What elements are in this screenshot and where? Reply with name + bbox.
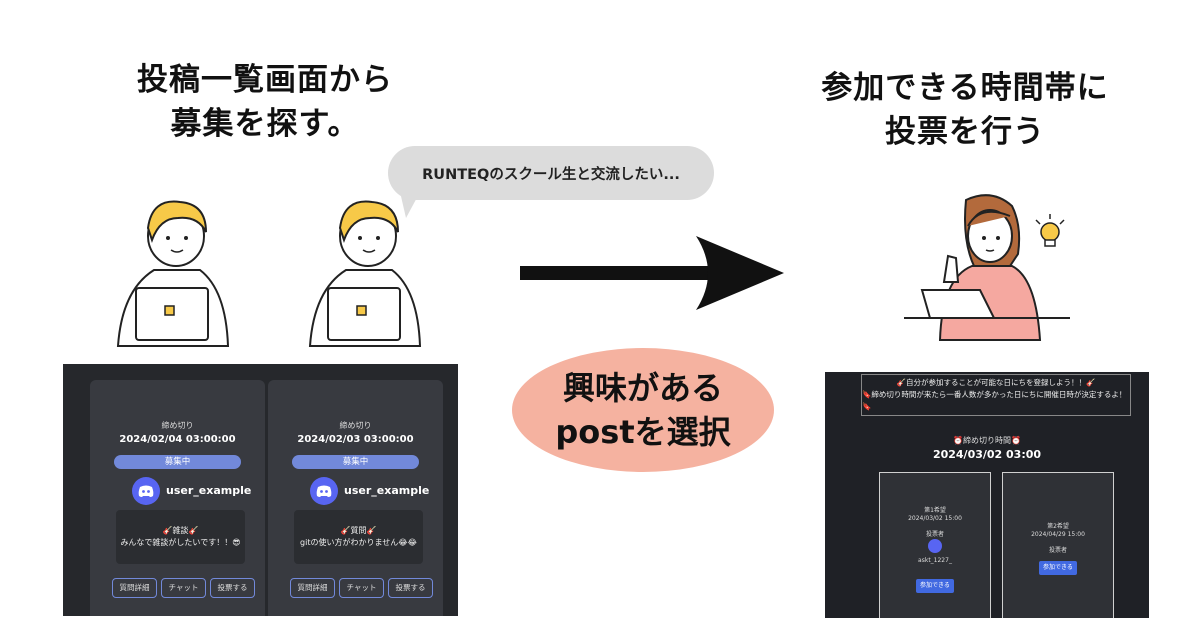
voter-name: askt_1227_	[918, 557, 952, 564]
post-message-box: 🎸質問🎸 gitの使い方がわかりません😂😂	[294, 510, 423, 564]
option-title: 第2希望	[1047, 523, 1069, 530]
heading-left-line2: 募集を探す。	[170, 106, 360, 142]
post-actions: 質問詳細 チャット 投票する	[290, 578, 433, 598]
question-detail-button[interactable]: 質問詳細	[290, 578, 335, 598]
select-post-callout: 興味がある postを選択	[512, 348, 774, 472]
vote-notice-line1: 🎸自分が参加することが可能な日にちを登録しよう！！🎸	[896, 378, 1096, 387]
join-button[interactable]: 参加できる	[916, 579, 954, 593]
vote-option-card: 第2希望 2024/04/29 15:00 投票者 参加できる	[1002, 472, 1114, 618]
heading-left: 投稿一覧画面から 募集を探す。	[110, 58, 420, 146]
chat-button[interactable]: チャット	[161, 578, 206, 598]
callout-line2: postを選択	[555, 413, 731, 451]
vote-option-card: 第1希望 2024/03/02 15:00 投票者 askt_1227_ 参加で…	[879, 472, 991, 618]
speech-bubble: RUNTEQのスクール生と交流したい...	[388, 146, 714, 200]
post-message: みんなで雑談がしたいです！！😎	[120, 538, 241, 547]
voters-label: 投票者	[925, 531, 944, 538]
voters-label: 投票者	[1048, 547, 1067, 554]
people-with-laptops-illustration	[116, 200, 422, 347]
post-card[interactable]: 締め切り 2024/02/03 03:00:00 募集中 user_exampl…	[268, 380, 443, 616]
heading-right: 参加できる時間帯に 投票を行う	[800, 66, 1130, 154]
option-datetime: 2024/03/02 15:00	[908, 515, 962, 522]
speech-bubble-text: RUNTEQのスクール生と交流したい...	[422, 166, 680, 183]
option-datetime: 2024/04/29 15:00	[1031, 531, 1085, 538]
deadline-date: 2024/02/04 03:00:00	[119, 434, 236, 445]
lightbulb-icon	[1035, 214, 1065, 247]
username: user_example	[344, 484, 430, 497]
heading-right-line2: 投票を行う	[885, 114, 1045, 150]
deadline-date: 2024/02/03 03:00:00	[297, 434, 414, 445]
username: user_example	[166, 484, 252, 497]
laptop-icon	[920, 289, 996, 319]
vote-deadline-label: ⏰締め切り時間⏰	[953, 436, 1021, 445]
question-detail-button[interactable]: 質問詳細	[112, 578, 157, 598]
discord-icon	[132, 477, 160, 505]
vote-button[interactable]: 投票する	[388, 578, 433, 598]
status-badge: 募集中	[292, 455, 419, 469]
deadline-label: 締め切り	[161, 421, 194, 430]
post-list-screenshot: 締め切り 2024/02/04 03:00:00 募集中 user_exampl…	[63, 364, 458, 616]
deadline-label: 締め切り	[339, 421, 372, 430]
option-title: 第1希望	[924, 507, 946, 514]
chat-button[interactable]: チャット	[339, 578, 384, 598]
post-actions: 質問詳細 チャット 投票する	[112, 578, 255, 598]
vote-deadline-date: 2024/03/02 03:00	[932, 448, 1042, 461]
post-message-box: 🎸雑談🎸 みんなで雑談がしたいです！！😎	[116, 510, 245, 564]
person-2	[308, 200, 422, 347]
post-message: gitの使い方がわかりません😂😂	[300, 538, 417, 547]
person-1	[116, 200, 230, 347]
vote-notice: 🎸自分が参加することが可能な日にちを登録しよう！！🎸 🔖締め切り時間が来たら一番…	[861, 374, 1131, 416]
vote-notice-line2: 🔖締め切り時間が来たら一番人数が多かった日にちに開催日時が決定するよ！🔖	[862, 390, 1127, 411]
status-badge: 募集中	[114, 455, 241, 469]
join-button[interactable]: 参加できる	[1039, 561, 1077, 575]
woman-with-laptop-illustration	[904, 194, 1070, 341]
discord-icon	[928, 539, 942, 553]
post-card[interactable]: 締め切り 2024/02/04 03:00:00 募集中 user_exampl…	[90, 380, 265, 616]
vote-screenshot: 🎸自分が参加することが可能な日にちを登録しよう！！🎸 🔖締め切り時間が来たら一番…	[825, 372, 1149, 618]
arrow-right-icon	[520, 236, 784, 310]
heading-right-line1: 参加できる時間帯に	[821, 70, 1109, 106]
post-category: 🎸質問🎸	[340, 526, 377, 535]
post-category: 🎸雑談🎸	[162, 526, 199, 535]
discord-icon	[310, 477, 338, 505]
heading-left-line1: 投稿一覧画面から	[137, 62, 393, 98]
callout-line1: 興味がある	[562, 369, 723, 407]
vote-button[interactable]: 投票する	[210, 578, 255, 598]
